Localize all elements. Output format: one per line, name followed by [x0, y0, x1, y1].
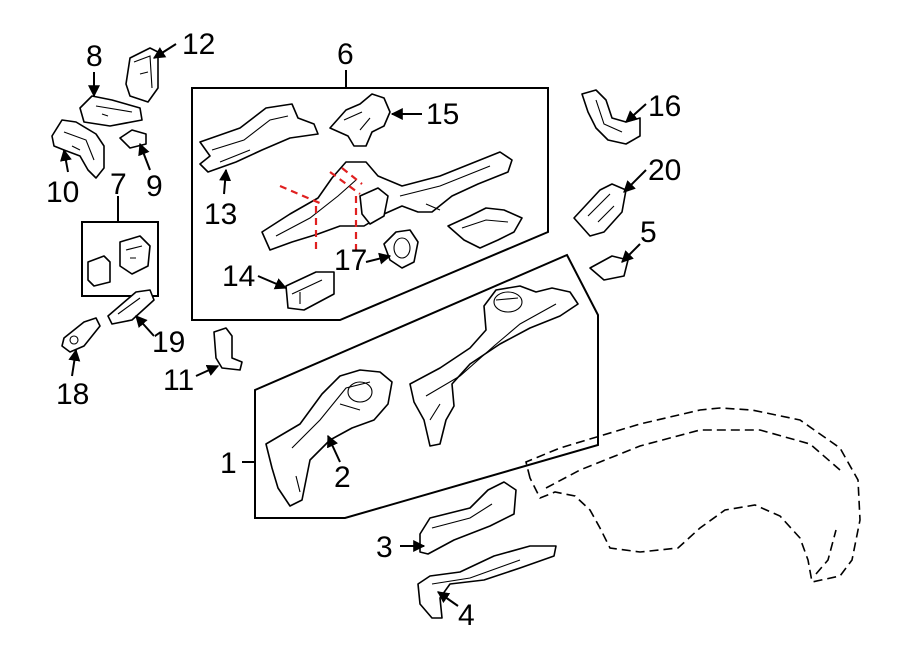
callout-2: 2 [334, 461, 351, 494]
callout-1: 1 [220, 447, 237, 480]
part-5-plate [589, 255, 629, 281]
part-19-bracket [107, 289, 155, 325]
callout-19: 19 [152, 326, 185, 359]
callout-16: 16 [648, 90, 681, 123]
part-6-bracket [447, 207, 523, 249]
part-17-mount [383, 229, 419, 269]
part-1-rail [409, 285, 579, 447]
part-6-rail [261, 151, 513, 251]
part-20-bracket [573, 183, 627, 237]
part-18-plate [61, 317, 101, 353]
callout-18: 18 [56, 378, 89, 411]
part-9-clip [119, 129, 147, 149]
part-12-bracket [125, 47, 159, 103]
part-4-filler [417, 545, 557, 619]
callout-14: 14 [222, 260, 255, 293]
callout-12: 12 [182, 28, 215, 61]
callout-11: 11 [163, 364, 194, 397]
callout-3: 3 [376, 531, 393, 564]
callout-6: 6 [337, 38, 354, 71]
callout-7: 7 [110, 168, 127, 201]
callout-10: 10 [46, 176, 79, 209]
callout-5: 5 [640, 216, 657, 249]
part-13-rail [199, 103, 319, 173]
part-7-items [87, 235, 151, 287]
cut-lines [279, 167, 363, 254]
callout-8: 8 [86, 40, 103, 73]
callout-13: 13 [204, 198, 237, 231]
part-11-bracket [213, 327, 243, 371]
group-box-6 [191, 87, 549, 321]
leader-lines [60, 43, 647, 607]
callout-17: 17 [334, 244, 367, 277]
part-8-bracket [79, 95, 143, 127]
callout-9: 9 [146, 170, 163, 203]
part-16-shield [581, 89, 641, 145]
group-box-7 [81, 221, 159, 297]
fender-outline [525, 407, 861, 583]
callout-15: 15 [426, 98, 459, 131]
part-15-bracket [329, 93, 391, 147]
callout-labels: 1 2 3 4 5 6 7 8 9 10 11 12 13 14 15 16 1… [46, 28, 681, 632]
part-14-block [285, 271, 335, 311]
part-3-extension [419, 481, 517, 555]
callout-20: 20 [648, 154, 681, 187]
callout-4: 4 [458, 599, 475, 632]
part-10-bracket [51, 119, 105, 179]
group-box-1 [254, 253, 599, 519]
